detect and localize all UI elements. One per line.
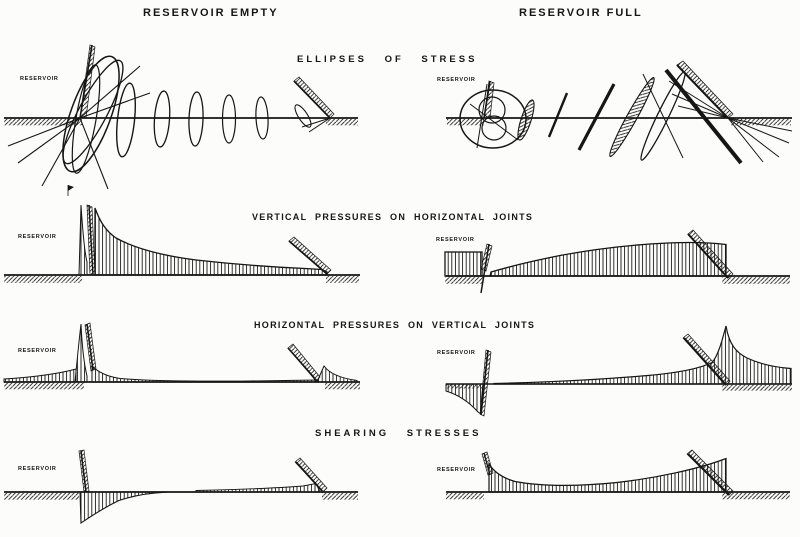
negative-shear-lobe: [79, 491, 169, 525]
pressure-spike: [78, 204, 88, 276]
panel-ellipses-full: [446, 60, 793, 165]
panel-shearing-empty: [4, 449, 358, 525]
shear-curve: [488, 457, 727, 493]
downstream-face: [676, 60, 734, 119]
reservoir-label: RESERVOIR: [18, 348, 57, 354]
downstream-face: [293, 76, 335, 119]
reservoir-label: RESERVOIR: [18, 466, 57, 472]
downstream-face: [287, 343, 321, 382]
panel-vertical-pressure-full: [444, 229, 790, 294]
section-title-shearing-stresses: SHEARING STRESSES: [315, 428, 482, 439]
stress-rays-toe: [668, 80, 793, 163]
reservoir-label: RESERVOIR: [437, 350, 476, 356]
panel-ellipses-empty: [4, 44, 358, 190]
reservoir-label: RESERVOIR: [18, 234, 57, 240]
reservoir-label: RESERVOIR: [437, 77, 476, 83]
reservoir-label: RESERVOIR: [20, 76, 59, 82]
panel-vertical-pressure-empty: [4, 185, 360, 283]
column-title-reservoir-empty: RESERVOIR EMPTY: [143, 7, 279, 19]
panel-horizontal-pressure-full: [445, 325, 792, 417]
panel-horizontal-pressure-empty: [3, 322, 360, 390]
pressure-curve: [489, 241, 727, 277]
shear-band: [195, 482, 321, 493]
water-pressure-block: [444, 251, 483, 277]
section-title-horizontal-pressures: HORIZONTAL PRESSURES ON VERTICAL JOINTS: [254, 320, 536, 330]
pressure-spike: [74, 323, 88, 383]
pressure-curve: [493, 325, 792, 385]
column-title-reservoir-full: RESERVOIR FULL: [519, 7, 643, 19]
reservoir-label: RESERVOIR: [436, 237, 475, 243]
stress-rays-heel: [7, 65, 151, 190]
toe-pressure-bump: [316, 364, 358, 383]
pressure-wedge-left: [3, 368, 77, 383]
panel-shearing-full: [446, 449, 790, 500]
reservoir-label: RESERVOIR: [437, 467, 476, 473]
section-title-vertical-pressures: VERTICAL PRESSURES ON HORIZONTAL JOINTS: [252, 212, 534, 222]
pressure-band: [91, 364, 317, 383]
section-title-ellipses-of-stress: ELLIPSES OF STRESS: [297, 54, 478, 65]
pressure-curve: [94, 207, 328, 276]
